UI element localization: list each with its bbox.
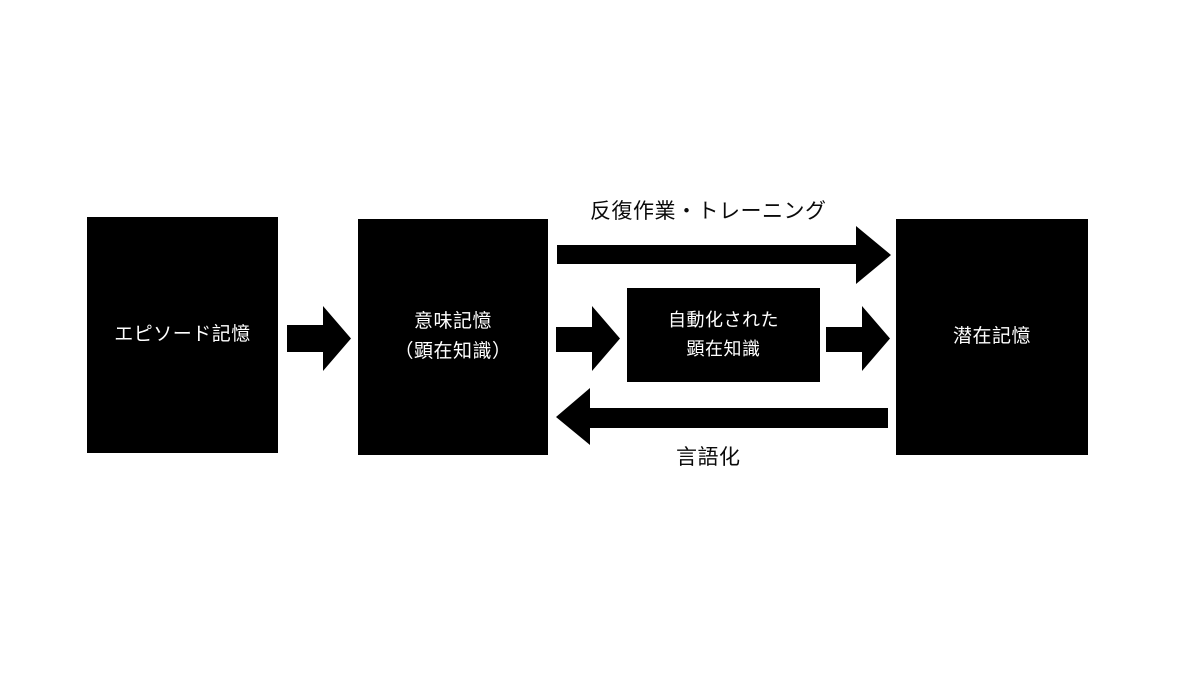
node-automated-explicit-knowledge-line-2: 顕在知識 [686,339,761,359]
node-semantic-memory-line-2: （顕在知識） [394,341,512,362]
right-arrow-icon-automated-to-implicit [826,306,890,371]
edge-label-training: 反復作業・トレーニング [590,200,827,223]
right-arrow-icon-episodic-to-semantic [287,306,351,371]
node-automated-explicit-knowledge[interactable]: 自動化された 顕在知識 [627,288,820,382]
edge-label-verbalization: 言語化 [676,446,741,469]
right-arrow-icon-semantic-to-automated [556,306,620,371]
node-implicit-memory-line-1: 潜在記憶 [952,326,1031,347]
long-left-arrow-icon-verbalization [556,388,888,445]
node-episodic-memory[interactable]: エピソード記憶 [87,217,278,453]
node-semantic-memory[interactable]: 意味記憶 （顕在知識） [358,219,548,455]
node-semantic-memory-line-1: 意味記憶 [413,311,492,332]
node-episodic-memory-line-1: エピソード記憶 [114,324,251,345]
node-automated-explicit-knowledge-line-1: 自動化された [668,310,779,330]
node-implicit-memory[interactable]: 潜在記憶 [896,219,1088,455]
long-right-arrow-icon-training [557,226,891,284]
